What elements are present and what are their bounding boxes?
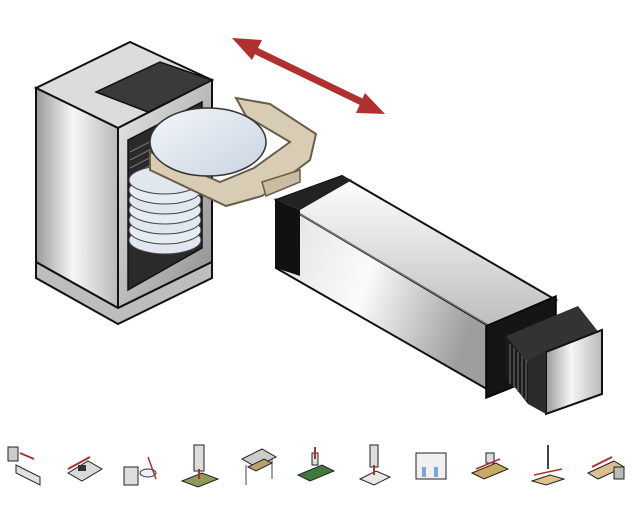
thumb-vertical-press[interactable] (180, 439, 220, 495)
vertical-press-icon (180, 444, 220, 488)
wafer (149, 107, 267, 177)
pcb-pick-place-icon (296, 447, 336, 482)
linear-actuator (273, 174, 603, 416)
lab-dispensing-icon (415, 452, 447, 480)
motion-arrow (232, 38, 385, 114)
belt-conveyor-icon (586, 456, 626, 480)
vertical-tester-icon (358, 444, 392, 486)
thumb-belt-conveyor[interactable] (586, 439, 626, 495)
thumb-gantry-slide[interactable] (64, 439, 104, 495)
gantry-slide-icon (67, 456, 103, 482)
thumb-xy-table[interactable] (238, 439, 278, 495)
thumb-vertical-tester[interactable] (354, 439, 394, 495)
thumb-linear-actuator[interactable] (6, 439, 46, 495)
thumbnail-strip (0, 432, 640, 502)
linear-actuator-icon (7, 446, 41, 486)
thumb-conveyor-robot[interactable] (470, 439, 510, 495)
wafer-transfer-illustration (33, 38, 603, 416)
thumb-wafer-handler[interactable] (122, 439, 162, 495)
wafer-handler-icon (123, 456, 157, 486)
thumb-pcb-pick-place[interactable] (296, 439, 336, 495)
wafer-gripper (149, 96, 318, 208)
xy-table-icon (240, 448, 278, 485)
wafer-cassette (33, 40, 215, 326)
conveyor-robot-icon (470, 452, 510, 480)
thumb-multi-axis-rig[interactable] (528, 439, 568, 495)
multi-axis-rig-icon (530, 445, 566, 486)
thumb-lab-dispensing[interactable] (412, 439, 452, 495)
